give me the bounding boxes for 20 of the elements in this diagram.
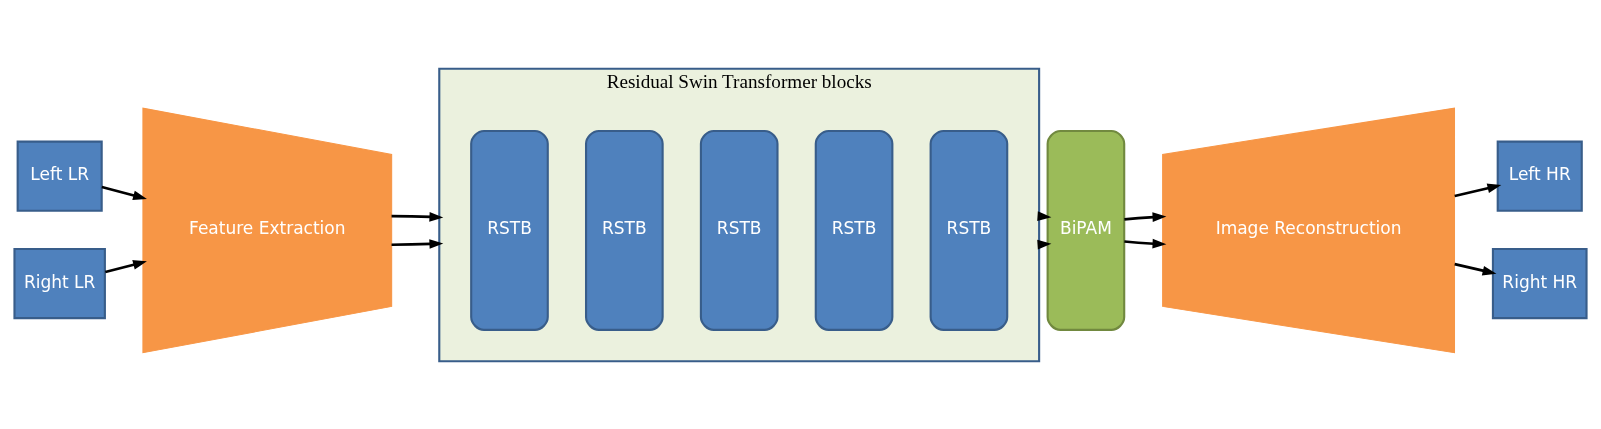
node-box: RSTB <box>699 129 779 331</box>
node-box: RSTB <box>470 129 549 331</box>
node-box: Left LR <box>16 140 103 212</box>
node-box: Image Reconstruction <box>1162 107 1455 353</box>
arrow <box>391 211 444 222</box>
node-box: Left HR <box>1496 140 1583 212</box>
node-box: Feature Extraction <box>142 106 393 353</box>
node-box: Right LR <box>13 247 106 319</box>
node-box: RSTB <box>929 129 1009 331</box>
arrow <box>1454 262 1497 275</box>
arrow <box>1124 211 1167 222</box>
arrow <box>105 259 147 273</box>
arrow <box>101 185 147 200</box>
arrow <box>1124 238 1167 249</box>
node-box: RSTB <box>585 129 664 331</box>
node-box: RSTB <box>814 129 894 331</box>
arrow <box>1454 183 1502 197</box>
node-box: Right HR <box>1491 247 1588 319</box>
arrow <box>391 238 444 249</box>
node-box: BiPAM <box>1046 129 1126 331</box>
